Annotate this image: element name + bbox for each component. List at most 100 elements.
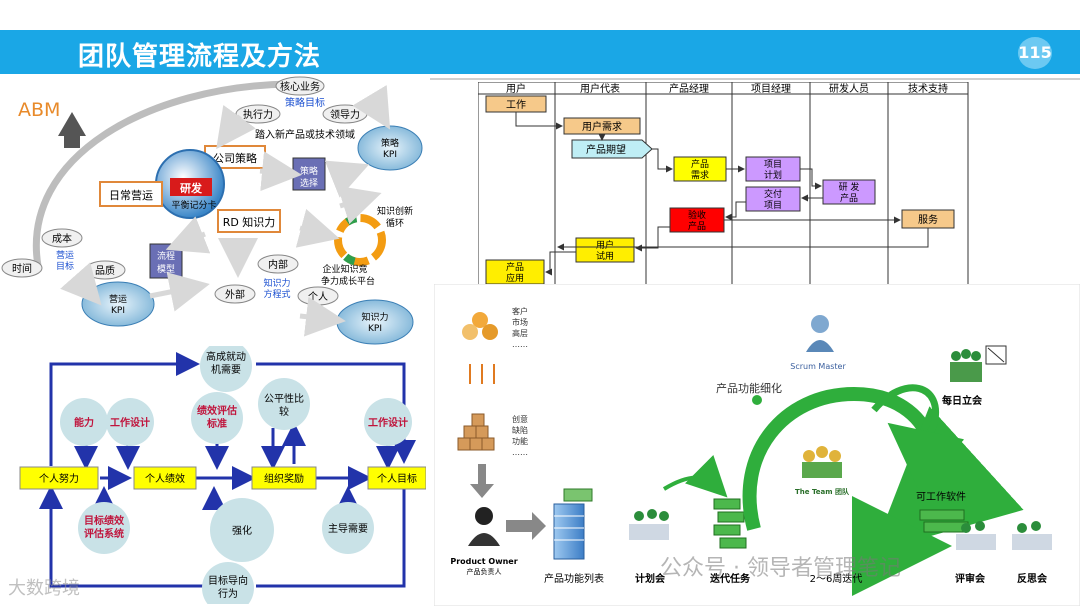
strategy-kpi-label-2: KPI <box>383 150 397 160</box>
backlog-stack-icon <box>553 488 593 560</box>
knowledge-cycle-label-1: 知识创新 <box>377 205 413 217</box>
idea-4: …… <box>512 448 528 457</box>
stakeholder-2: 市场 <box>512 317 528 327</box>
goal-perf-sys-label-1: 目标绩效 <box>84 514 125 527</box>
ops-goal-label-2: 目标 <box>56 260 74 272</box>
knowledge-kpi-label-2: KPI <box>368 324 382 334</box>
refine-label: 产品功能细化 <box>716 381 782 395</box>
standup-label: 每日立会 <box>942 394 982 407</box>
product-owner-cn-label: 产品负责人 <box>467 567 502 576</box>
ideas-boxes-icon <box>457 413 495 451</box>
iteration-tasks-label: 迭代任务 <box>710 572 751 585</box>
idea-1: 创意 <box>512 414 528 424</box>
platform-label-2: 争力成长平台 <box>321 275 375 287</box>
logo-watermark: 大数跨境 <box>8 578 80 599</box>
ops-kpi-label-2: KPI <box>111 306 125 316</box>
retro-meeting-icon <box>1012 521 1052 550</box>
strategy-choice-label-1: 策略 <box>300 165 318 177</box>
down-arrow-icon <box>470 464 494 498</box>
quality-label: 品质 <box>95 265 115 277</box>
product-owner-icon <box>468 507 500 546</box>
standup-icon <box>950 349 982 382</box>
stakeholders-icon <box>462 312 498 340</box>
scrum-master-label: Scrum Master <box>790 362 846 371</box>
time-label: 时间 <box>12 262 32 275</box>
knowledge-formula-label-1: 知识力 <box>263 277 290 289</box>
divider-line <box>430 78 1080 80</box>
box-acceptance-1: 验收 <box>688 209 706 221</box>
retro-label: 反思会 <box>1017 572 1047 585</box>
lane-project-manager: 项目经理 <box>751 82 791 95</box>
org-reward-label: 组织奖励 <box>264 472 304 485</box>
reinforce-label: 强化 <box>232 524 252 537</box>
lane-user: 用户 <box>506 82 526 95</box>
box-service: 服务 <box>918 213 938 226</box>
team-label: The Team 团队 <box>795 487 850 496</box>
process-model-label-2: 模型 <box>157 264 175 275</box>
box-product-apply-1: 产品 <box>506 261 524 273</box>
lane-support: 技术支持 <box>908 82 948 95</box>
team-icon <box>802 446 842 478</box>
perf-eval-std-label-2: 标准 <box>206 417 227 430</box>
daily-ops-label: 日常营运 <box>109 188 153 202</box>
idea-2: 缺陷 <box>512 425 528 435</box>
ops-kpi-label-1: 营运 <box>109 293 127 305</box>
planning-label: 计划会 <box>635 572 665 585</box>
review-meeting-icon <box>956 521 996 550</box>
review-label: 评审会 <box>955 572 985 585</box>
product-owner-label: Product Owner <box>450 557 517 566</box>
personal-perf-label: 个人绩效 <box>145 472 185 485</box>
box-user-trial-1: 用户 <box>596 239 614 251</box>
box-user-need: 用户需求 <box>582 120 622 133</box>
box-project-plan-2: 计划 <box>764 169 782 181</box>
box-acceptance-2: 产品 <box>688 220 706 232</box>
box-work: 工作 <box>506 99 526 111</box>
motivation-diagram: 高成就动 机需要 能力 工作设计 绩效评估 标准 公平性比 较 工作设计 目标绩… <box>19 346 426 604</box>
lane-user-rep: 用户代表 <box>580 82 620 95</box>
swimlane-diagram: 用户 用户代表 产品经理 项目经理 研发人员 技术支持 工作 用户需求 产品期望… <box>478 82 969 289</box>
box-develop-1: 研 发 <box>839 181 860 193</box>
planning-meeting-icon <box>629 509 669 540</box>
stakeholder-3: 高层 <box>512 328 528 338</box>
high-achievement-label-2: 机需要 <box>211 363 241 376</box>
box-product-apply-2: 应用 <box>506 272 524 284</box>
ability-label: 能力 <box>74 416 94 429</box>
rnd-label: 研发 <box>180 181 203 195</box>
knowledge-cycle-label-2: 循环 <box>386 217 404 229</box>
box-delivery-2: 项目 <box>764 200 782 211</box>
knowledge-kpi-label-1: 知识力 <box>361 311 388 323</box>
page-number-badge: 115 <box>1018 37 1052 69</box>
lane-developer: 研发人员 <box>829 82 869 95</box>
fairness-label-1: 公平性比 <box>264 392 304 405</box>
box-delivery-1: 交付 <box>764 188 782 200</box>
job-design-label-1: 工作设计 <box>110 416 150 429</box>
iteration-tasks-icon <box>713 498 747 549</box>
cost-label: 成本 <box>52 232 72 245</box>
fairness-label-2: 较 <box>279 405 289 418</box>
sprint-label: 2～6周迭代 <box>810 573 863 585</box>
daily-loop <box>871 384 965 494</box>
high-achievement-label-1: 高成就动 <box>206 350 246 363</box>
box-product-need-2: 需求 <box>691 169 709 181</box>
strategy-goal-label: 策略目标 <box>285 96 325 109</box>
lane-pm: 产品经理 <box>669 82 709 95</box>
core-business-label: 核心业务 <box>280 80 320 93</box>
box-develop-2: 产品 <box>840 192 858 204</box>
stakeholder-4: …… <box>512 340 528 349</box>
wechat-watermark: 公众号 · 领导者管理笔记 <box>660 556 901 581</box>
process-model-label-1: 流程 <box>157 250 175 262</box>
ops-goal-label-1: 营运 <box>56 249 74 261</box>
individual-label: 个人 <box>308 291 328 303</box>
box-product-need-1: 产品 <box>691 158 709 170</box>
box-project-plan-1: 项目 <box>764 159 782 170</box>
internal-label: 内部 <box>268 258 288 271</box>
box-user-trial-2: 试用 <box>596 250 614 262</box>
scrum-master-icon <box>806 315 834 352</box>
idea-3: 功能 <box>512 436 528 446</box>
goal-behavior-label-2: 行为 <box>218 587 238 600</box>
goal-perf-sys-label-2: 评估系统 <box>84 527 124 540</box>
box-product-expect: 产品期望 <box>586 143 626 156</box>
abm-label: ABM <box>18 99 60 121</box>
bsc-label: 平衡记分卡 <box>171 199 216 211</box>
shippable-label: 可工作软件 <box>916 490 966 503</box>
